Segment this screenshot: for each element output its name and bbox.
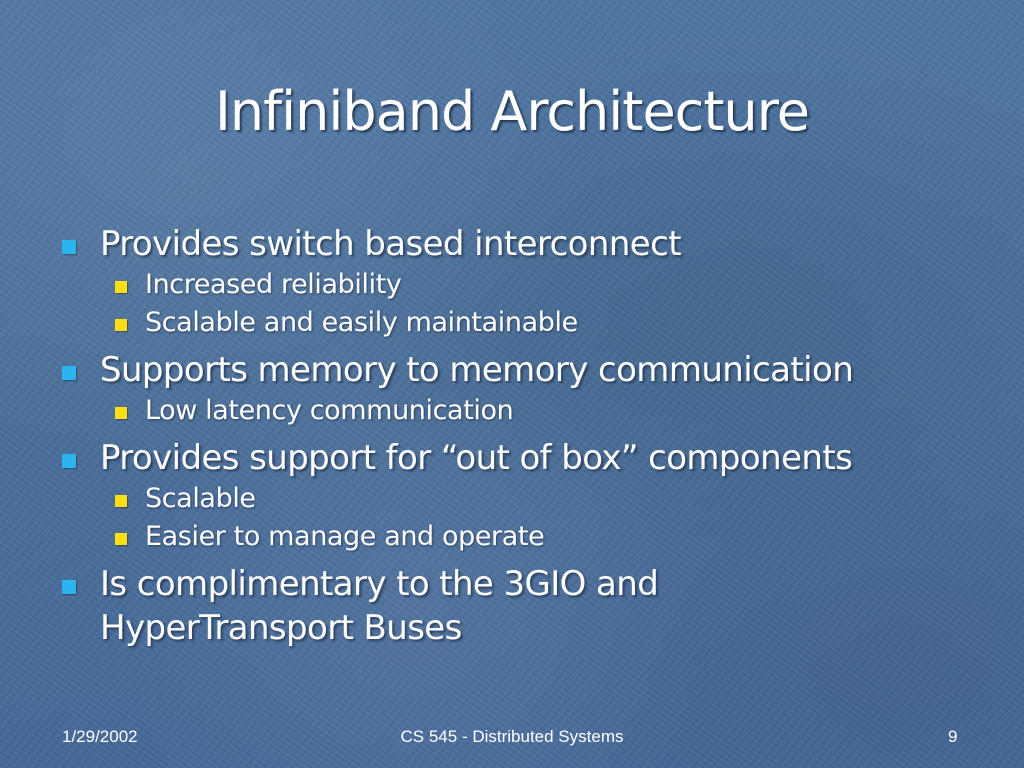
footer-page-number: 9 <box>948 727 958 746</box>
sub-bullet-item: Scalable and easily maintainable <box>115 304 982 342</box>
sub-bullet-text: Easier to manage and operate <box>145 521 545 552</box>
bullet-item: Is complimentary to the 3GIO and HyperTr… <box>62 562 740 650</box>
bullet-item: Provides switch based interconnect <box>62 222 982 266</box>
sub-bullet-item: Low latency communication <box>115 392 982 430</box>
yellow-square-bullet-icon <box>115 533 127 545</box>
bullet-text: Provides switch based interconnect <box>100 224 682 264</box>
bullet-item: Supports memory to memory communication <box>62 348 982 392</box>
yellow-square-bullet-icon <box>115 495 127 507</box>
yellow-square-bullet-icon <box>115 319 127 331</box>
sub-bullet-item: Increased reliability <box>115 266 982 304</box>
bullet-item: Provides support for “out of box” compon… <box>62 436 982 480</box>
bullet-text: Provides support for “out of box” compon… <box>100 438 853 478</box>
bullet-text: Supports memory to memory communication <box>100 350 854 390</box>
sub-bullet-text: Scalable and easily maintainable <box>145 307 578 338</box>
footer-date: 1/29/2002 <box>62 727 138 746</box>
blue-square-bullet-icon <box>62 366 76 380</box>
sub-bullet-text: Low latency communication <box>145 395 514 426</box>
sub-bullet-item: Easier to manage and operate <box>115 518 982 556</box>
slide-title: Infiniband Architecture <box>214 80 810 143</box>
sub-bullet-item: Scalable <box>115 480 982 518</box>
bullet-text: Is complimentary to the 3GIO and HyperTr… <box>100 564 659 648</box>
blue-square-bullet-icon <box>62 240 76 254</box>
sub-bullet-text: Increased reliability <box>145 269 402 300</box>
footer-course: CS 545 - Distributed Systems <box>400 727 624 746</box>
sub-bullet-text: Scalable <box>145 483 256 514</box>
yellow-square-bullet-icon <box>115 281 127 293</box>
yellow-square-bullet-icon <box>115 407 127 419</box>
blue-square-bullet-icon <box>62 580 76 594</box>
blue-square-bullet-icon <box>62 454 76 468</box>
bullet-list: Provides switch based interconnect Incre… <box>62 222 982 650</box>
